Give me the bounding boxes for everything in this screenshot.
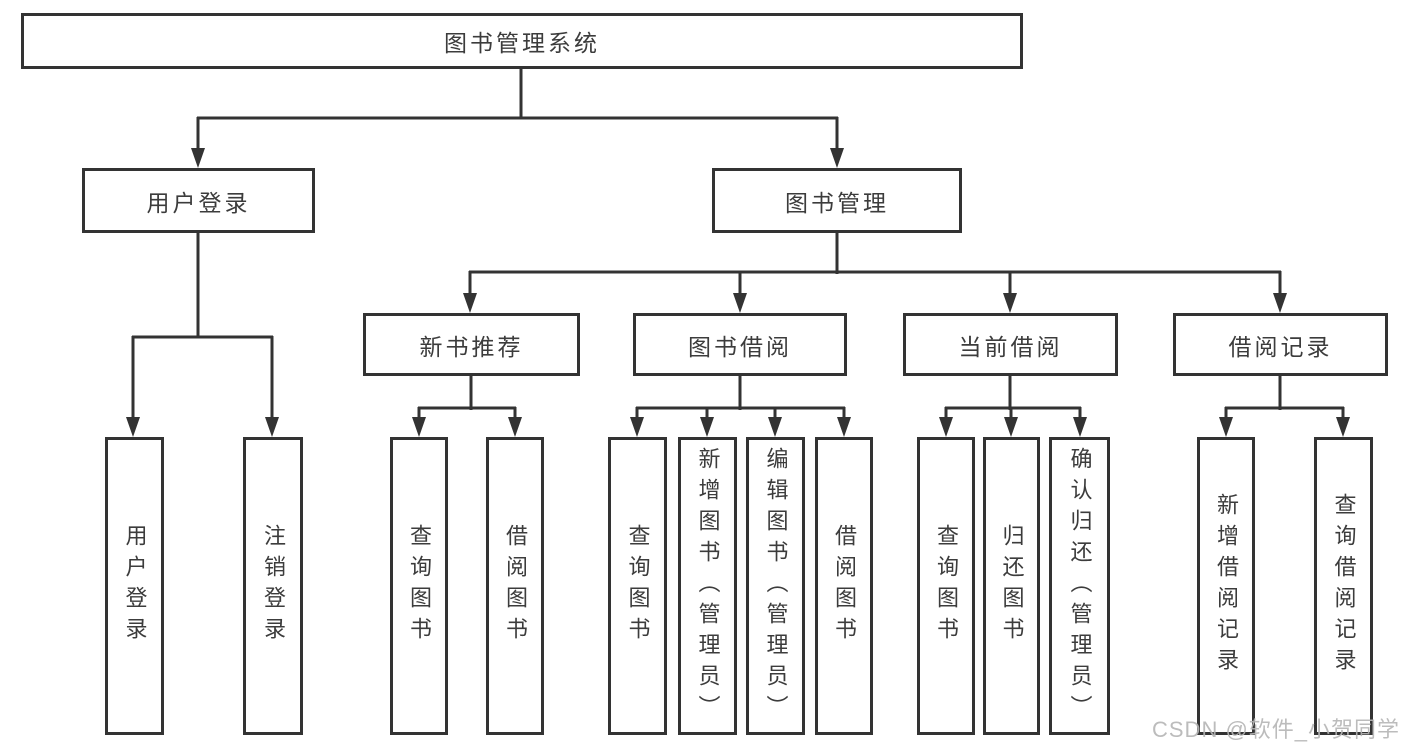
- node-user-login: 用户登录: [82, 168, 315, 233]
- leaf-borrow-add-books-admin-label: 新增图书（管理员）: [695, 446, 721, 726]
- leaf-borrow-query-books: 查询图书: [608, 437, 667, 735]
- node-borrow-records-label: 借阅记录: [1228, 333, 1333, 360]
- leaf-borrow-borrow-books: 借阅图书: [815, 437, 873, 735]
- leaf-records-query-record-label: 查询借阅记录: [1331, 493, 1357, 679]
- leaf-recommend-borrow-books-label: 借阅图书: [503, 524, 528, 648]
- node-user-login-label: 用户登录: [146, 189, 251, 216]
- leaf-records-add-record-label: 新增借阅记录: [1214, 493, 1239, 679]
- node-current-borrow-label: 当前借阅: [958, 333, 1063, 360]
- leaf-current-return-books: 归还图书: [983, 437, 1040, 735]
- leaf-current-confirm-return-admin-label: 确认归还（管理员）: [1067, 446, 1093, 726]
- leaf-user-login: 用户登录: [105, 437, 164, 735]
- node-current-borrow: 当前借阅: [903, 313, 1118, 376]
- node-new-book-recommend-label: 新书推荐: [419, 333, 524, 360]
- leaf-records-add-record: 新增借阅记录: [1197, 437, 1255, 735]
- watermark: CSDN @软件_小贺同学: [1152, 717, 1401, 742]
- node-book-management: 图书管理: [712, 168, 962, 233]
- node-book-borrow: 图书借阅: [633, 313, 847, 376]
- node-borrow-records: 借阅记录: [1173, 313, 1388, 376]
- node-book-management-label: 图书管理: [785, 189, 889, 216]
- leaf-borrow-edit-books-admin: 编辑图书（管理员）: [746, 437, 805, 735]
- leaf-borrow-query-books-label: 查询图书: [625, 524, 651, 648]
- node-book-borrow-label: 图书借阅: [688, 333, 792, 360]
- leaf-borrow-edit-books-admin-label: 编辑图书（管理员）: [763, 446, 789, 726]
- node-root-label: 图书管理系统: [444, 30, 600, 56]
- leaf-borrow-add-books-admin: 新增图书（管理员）: [678, 437, 737, 735]
- leaf-records-query-record: 查询借阅记录: [1314, 437, 1373, 735]
- leaf-current-query-books-label: 查询图书: [934, 524, 959, 648]
- leaf-recommend-query-books: 查询图书: [390, 437, 448, 735]
- leaf-logout-label: 注销登录: [261, 524, 286, 648]
- leaf-current-return-books-label: 归还图书: [999, 524, 1025, 648]
- node-new-book-recommend: 新书推荐: [363, 313, 580, 376]
- leaf-current-query-books: 查询图书: [917, 437, 975, 735]
- leaf-current-confirm-return-admin: 确认归还（管理员）: [1049, 437, 1110, 735]
- leaf-borrow-borrow-books-label: 借阅图书: [832, 524, 857, 648]
- node-root-system: 图书管理系统: [21, 13, 1023, 69]
- leaf-recommend-query-books-label: 查询图书: [407, 524, 432, 648]
- leaf-recommend-borrow-books: 借阅图书: [486, 437, 544, 735]
- leaf-user-login-label: 用户登录: [122, 524, 148, 648]
- leaf-logout: 注销登录: [243, 437, 303, 735]
